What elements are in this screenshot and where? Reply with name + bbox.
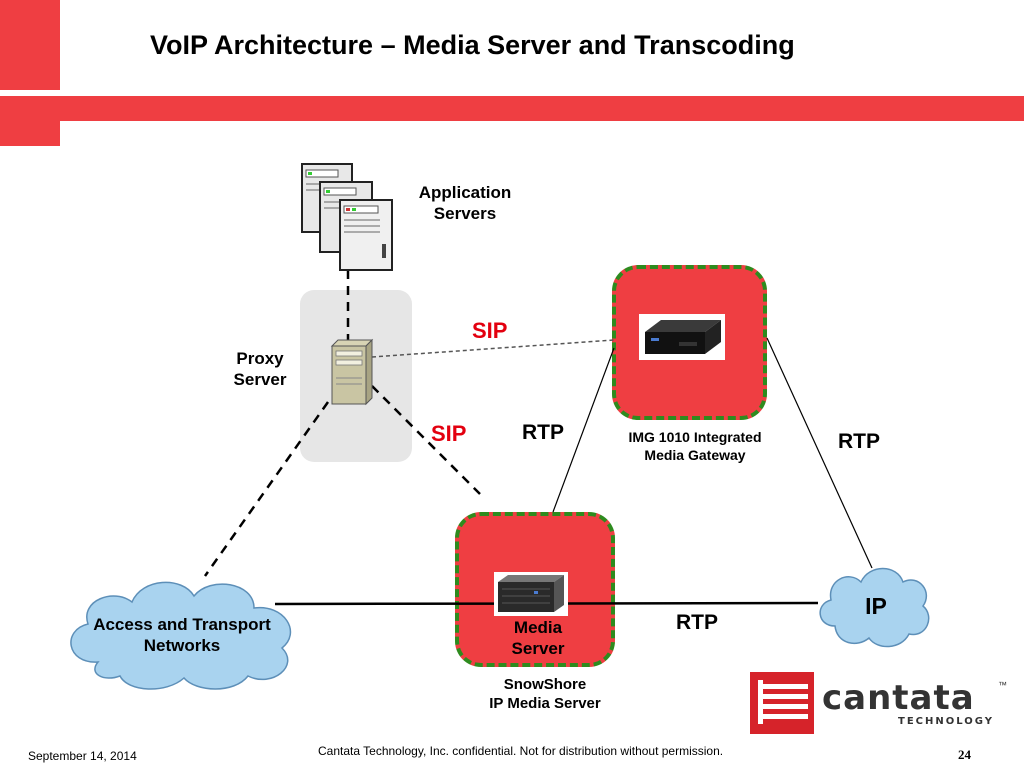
header-block-top bbox=[0, 0, 60, 90]
application-servers-label: Application Servers bbox=[400, 182, 530, 225]
cloud-icon bbox=[70, 581, 292, 690]
media-server-icon bbox=[494, 572, 568, 616]
ip-network-label: IP bbox=[865, 593, 887, 619]
proxy-server-line1: Proxy bbox=[236, 349, 284, 368]
server-rack-icon bbox=[301, 163, 393, 271]
media-gateway-line1: IMG 1010 Integrated bbox=[628, 429, 762, 445]
cantata-logo-text: cantata bbox=[822, 678, 975, 718]
sip-label-mid: SIP bbox=[431, 421, 467, 446]
media-server-label: Media Server bbox=[488, 617, 588, 660]
server-tower-icon bbox=[330, 338, 374, 406]
cloud-icon bbox=[819, 567, 930, 648]
snowshore-line1: SnowShore bbox=[503, 676, 587, 693]
rtp-label-gateway-media: RTP bbox=[522, 421, 564, 444]
cantata-logo: cantata ™ TECHNOLOGY bbox=[750, 672, 1012, 734]
proxy-server-label: Proxy Server bbox=[218, 348, 302, 391]
footer-date: September 14, 2014 bbox=[28, 749, 137, 763]
application-servers-line1: Application bbox=[418, 183, 512, 202]
application-servers-line2: Servers bbox=[433, 204, 497, 224]
access-network-line1: Access and Transport bbox=[93, 615, 271, 634]
media-gateway-label: IMG 1010 Integrated Media Gateway bbox=[600, 429, 790, 464]
rtp-label-gateway-ip: RTP bbox=[838, 430, 880, 453]
header-decoration bbox=[0, 0, 1024, 150]
rtp-label-media-ip: RTP bbox=[676, 611, 718, 634]
footer-confidential: Cantata Technology, Inc. confidential. N… bbox=[318, 744, 724, 758]
header-block-bottom bbox=[0, 121, 60, 146]
link-proxy-access bbox=[203, 401, 330, 577]
access-network-label: Access and Transport Networks bbox=[62, 614, 302, 657]
media-server-line2: Server bbox=[511, 639, 565, 659]
link-gateway-ip bbox=[766, 337, 873, 569]
link-proxy-gateway bbox=[371, 339, 615, 358]
server-unit-front bbox=[339, 199, 393, 271]
cantata-logo-tm: ™ bbox=[998, 680, 1007, 690]
page-title: VoIP Architecture – Media Server and Tra… bbox=[150, 30, 795, 60]
link-gateway-mediaserver bbox=[552, 347, 615, 513]
proxy-server-line2: Server bbox=[233, 370, 287, 390]
snowshore-line2: IP Media Server bbox=[489, 694, 601, 712]
snowshore-label: SnowShore IP Media Server bbox=[455, 676, 635, 714]
media-gateway-line2: Media Gateway bbox=[644, 446, 746, 463]
gateway-device-icon bbox=[639, 314, 725, 360]
media-server-line1: Media bbox=[513, 618, 563, 637]
page-number: 24 bbox=[958, 747, 971, 762]
access-network-line2: Networks bbox=[143, 636, 221, 656]
cantata-logo-sub: TECHNOLOGY bbox=[898, 716, 994, 727]
sip-label-top: SIP bbox=[472, 318, 508, 343]
header-bar bbox=[0, 96, 1024, 121]
cantata-emblem-icon bbox=[750, 672, 814, 734]
